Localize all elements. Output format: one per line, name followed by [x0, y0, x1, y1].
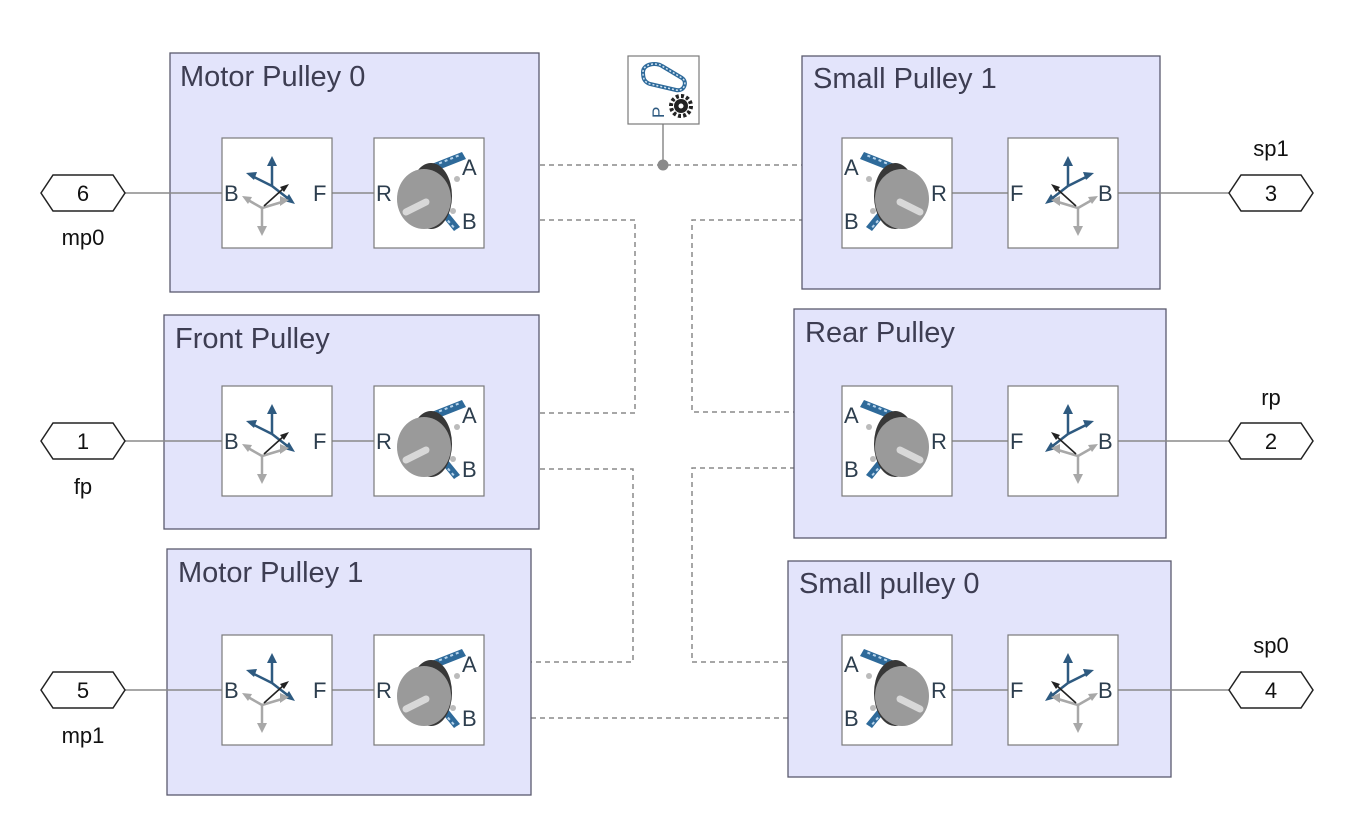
port-label-follower: F: [1010, 429, 1023, 454]
port-label-rotor: R: [931, 678, 947, 703]
port-label-belt-a: A: [462, 403, 477, 428]
rigid-transform-block[interactable]: [221, 385, 333, 497]
port-label-belt-a: A: [462, 155, 477, 180]
port-number: 2: [1265, 429, 1277, 454]
subsystem-title: Rear Pulley: [805, 317, 955, 349]
port-name: mp1: [62, 723, 105, 748]
port-label-belt-b: B: [462, 209, 477, 234]
subsystem-small-pulley-1[interactable]: Small Pulley 1 A B R F B 3 sp1: [801, 55, 1314, 290]
port-label-belt-a: A: [844, 652, 859, 677]
port-number: 6: [77, 181, 89, 206]
port-label-base: B: [1098, 678, 1113, 703]
port-label-follower: F: [313, 181, 326, 206]
connection-port[interactable]: [1228, 422, 1314, 460]
port-label-base: B: [1098, 181, 1113, 206]
subsystem-rear-pulley[interactable]: Rear Pulley A B R F B 2 rp: [793, 308, 1314, 539]
rigid-transform-block[interactable]: [221, 634, 333, 746]
connection-port[interactable]: [1228, 174, 1314, 212]
rigid-transform-block[interactable]: [1007, 385, 1119, 497]
rigid-transform-block[interactable]: [221, 137, 333, 249]
port-label-follower: F: [1010, 678, 1023, 703]
port-label-rotor: R: [376, 678, 392, 703]
subsystem-title: Front Pulley: [175, 323, 330, 355]
subsystem-small-pulley-0[interactable]: Small pulley 0 A B R F B 4 sp0: [787, 560, 1314, 778]
port-label-belt-a: A: [462, 652, 477, 677]
port-label-follower: F: [1010, 181, 1023, 206]
port-name: sp1: [1253, 136, 1288, 161]
port-label-rotor: R: [376, 429, 392, 454]
port-label-base: B: [224, 678, 239, 703]
port-number: 3: [1265, 181, 1277, 206]
rigid-transform-block[interactable]: [1007, 634, 1119, 746]
port-label-base: B: [224, 429, 239, 454]
connection-port[interactable]: [40, 422, 126, 460]
port-label-belt-b: B: [844, 457, 859, 482]
belt-connections: [486, 122, 840, 719]
port-label-belt-b: B: [844, 209, 859, 234]
subsystem-title: Motor Pulley 1: [178, 557, 363, 589]
port-number: 4: [1265, 678, 1277, 703]
port-label-belt-a: A: [844, 155, 859, 180]
subsystem-motor-pulley-0[interactable]: Motor Pulley 0 B F R A B 6 mp0: [40, 52, 540, 293]
port-label-follower: F: [313, 678, 326, 703]
subsystem-motor-pulley-1[interactable]: Motor Pulley 1 B F R A B 5 mp1: [40, 548, 532, 796]
port-label-rotor: R: [931, 181, 947, 206]
port-label-belt-b: B: [462, 706, 477, 731]
port-label-rotor: R: [931, 429, 947, 454]
port-label-belt-b: B: [844, 706, 859, 731]
connection-port[interactable]: [40, 174, 126, 212]
svg-text:P: P: [649, 107, 668, 118]
port-number: 1: [77, 429, 89, 454]
rigid-transform-block[interactable]: [1007, 137, 1119, 249]
belt-properties-block[interactable]: P: [627, 55, 700, 125]
connection-port[interactable]: [1228, 671, 1314, 709]
port-name: sp0: [1253, 633, 1288, 658]
connection-port[interactable]: [40, 671, 126, 709]
port-name: rp: [1261, 385, 1281, 410]
subsystem-front-pulley[interactable]: Front Pulley B F R A B 1 fp: [40, 314, 540, 530]
subsystem-title: Small Pulley 1: [813, 63, 997, 95]
port-label-follower: F: [313, 429, 326, 454]
subsystem-title: Motor Pulley 0: [180, 61, 365, 93]
port-label-belt-a: A: [844, 403, 859, 428]
subsystem-title: Small pulley 0: [799, 568, 980, 600]
port-label-rotor: R: [376, 181, 392, 206]
port-name: mp0: [62, 225, 105, 250]
port-label-belt-b: B: [462, 457, 477, 482]
port-label-base: B: [224, 181, 239, 206]
port-number: 5: [77, 678, 89, 703]
belt-properties-icon: P: [640, 62, 693, 118]
port-label-base: B: [1098, 429, 1113, 454]
port-name: fp: [74, 474, 92, 499]
